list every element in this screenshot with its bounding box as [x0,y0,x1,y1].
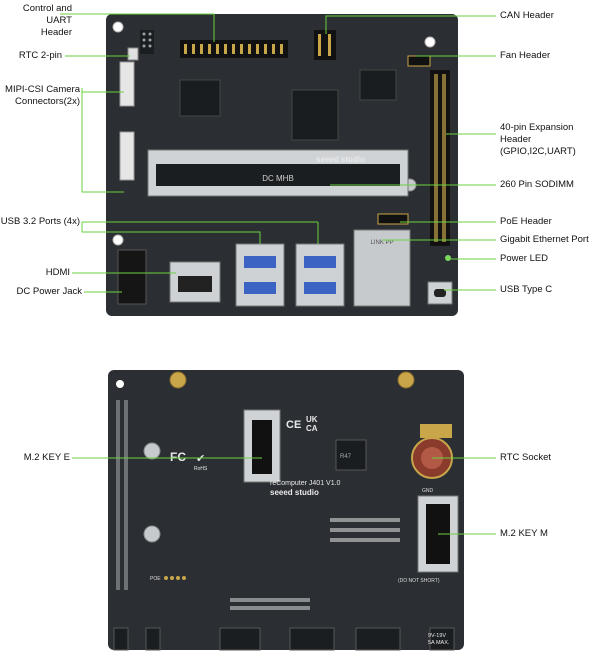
label-power-led: Power LED [500,253,549,264]
line-control-uart [60,13,215,42]
bottom-side-pins [116,400,128,590]
model-text: reComputer J401 V1.0 [270,480,341,487]
label-usb32-ports: USB 3.2 Ports (4x) [0,216,80,227]
label-rtc-2pin: RTC 2-pin [18,50,62,61]
gnd-text: GND [422,488,434,494]
chip [179,79,221,117]
pin-grid [140,30,154,54]
label-rtc-socket: RTC Socket [500,452,552,463]
rtc-2pin-connector [127,47,139,61]
label-m2-key-m: M.2 KEY M [500,528,548,539]
chip [291,89,339,141]
sodimm-socket: DC MHB [147,149,409,197]
pad-array [330,518,400,542]
label-control-uart-header: Control and UART Header [22,3,72,38]
ukca-line-2: CA [306,424,318,433]
bottom-edge-ports [113,627,455,651]
ukca-line-1: UK [306,415,318,424]
label-dc-power-jack: DC Power Jack [16,286,82,297]
bottom-pcb [108,370,464,650]
top-brand-text: seeed studio [316,155,365,164]
callout-lines [60,13,496,535]
mipi-csi-connector-2 [119,131,135,181]
mounting-hole [116,380,124,388]
do-not-short-text: (DO NOT SHORT) [398,578,440,584]
chip-mark-text: R47 [340,454,352,460]
fan-header-pins [407,55,431,67]
mounting-hole [143,442,161,460]
poe-header-pins [377,213,409,225]
label-usb-type-c: USB Type C [500,284,553,295]
label-hdmi: HDMI [45,267,70,278]
mounting-hole [112,234,124,246]
line-mipi-bracket [81,88,124,193]
voltage-line-1: 9V-19V [428,633,446,639]
mipi-csi-connector-1 [119,61,135,107]
rohs-mark-text: RoHS [194,466,208,472]
ce-mark-text: CE [286,419,301,431]
power-led [445,255,451,261]
poe-pads [164,576,186,580]
top-board: DC MHB seeed studio LINK PP [106,14,458,316]
fc-mark-text: FC [170,450,186,464]
mounting-hole [143,525,161,543]
can-header-pins [314,30,336,60]
line-usb-bracket [81,222,261,244]
mounting-hole [397,371,415,389]
poe-silk-text: POE [150,576,161,582]
voltage-line-2: 5A MAX. [428,640,450,646]
label-sodimm: 260 Pin SODIMM [500,179,574,190]
label-gigabit-ethernet: Gigabit Ethernet Port [500,234,589,245]
label-can-header: CAN Header [500,10,554,21]
usb32-port-stack-1 [235,243,285,307]
mounting-hole [169,371,187,389]
chip [359,69,397,101]
label-m2-key-e: M.2 KEY E [23,452,70,463]
control-uart-header-pins [180,40,288,58]
m2-key-e-slot [243,409,281,483]
gigabit-ethernet-port: LINK PP [353,229,411,307]
label-mipi-csi: MIPI-CSI Camera Connectors(2x) [5,84,80,107]
expansion-40pin-pins [430,70,450,246]
sodimm-mark-text: DC MHB [262,174,294,183]
line-can [325,15,496,34]
bottom-brand-text: seeed studio [270,488,319,497]
ethernet-mark-text: LINK PP [370,240,393,246]
mounting-hole [424,36,436,48]
usb32-port-stack-2 [295,243,345,307]
label-fan-header: Fan Header [500,50,551,61]
label-expansion-header: 40-pin Expansion Header (GPIO,I2C,UART) [500,122,576,157]
dc-power-jack [117,249,147,305]
svg-text:✔: ✔ [196,453,205,465]
pad-array [230,598,310,610]
mounting-hole [112,21,124,33]
inductor-chip [335,439,367,471]
label-poe-header: PoE Header [500,216,552,227]
